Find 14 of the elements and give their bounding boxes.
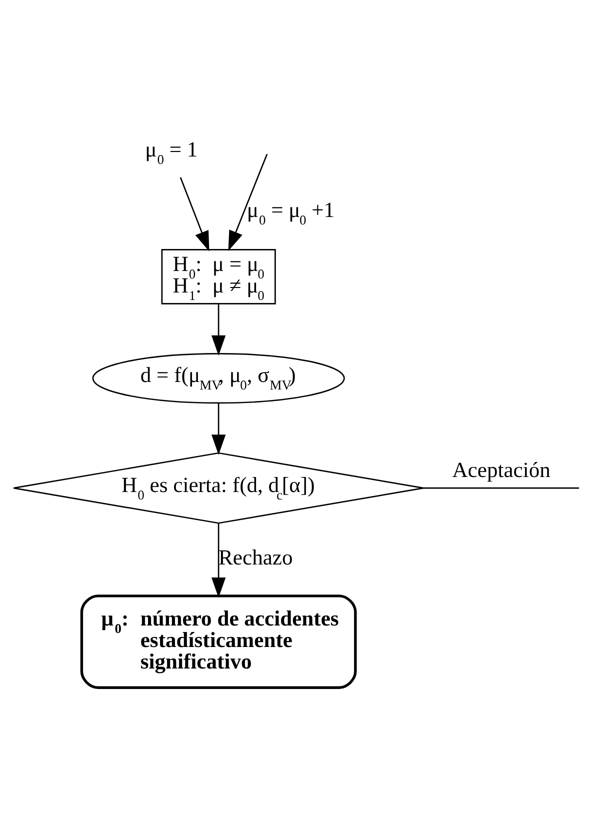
node-box: H$_{0}$: μ = μ$_{0}$ H$_{1}$: μ ≠ μ$_{0}$: [161, 249, 276, 304]
arrow: [211, 304, 226, 356]
edge-label: μ$_{0}$ = μ$_{0}$ +1: [246, 198, 335, 228]
node-box: μ$_{0}$: número de accidentes estadísticamente significativo: [80, 594, 357, 689]
arrow: [228, 154, 268, 252]
arrow: [211, 403, 226, 455]
edge-label: Rechazo: [218, 546, 293, 570]
node-text: μ$_{0}$ = 1: [145, 137, 198, 167]
edge-label: Aceptación: [452, 458, 550, 482]
arrow: [180, 177, 210, 252]
arrow: [211, 523, 226, 598]
node-diamond: H$_{0}$ es cierta: f(d, d$_{c}$[α]): [12, 452, 424, 524]
connector: [424, 487, 580, 489]
node-ellipse: d = f(μ$_{MV}$, μ$_{0}$, σ$_{MV}$): [92, 353, 345, 404]
